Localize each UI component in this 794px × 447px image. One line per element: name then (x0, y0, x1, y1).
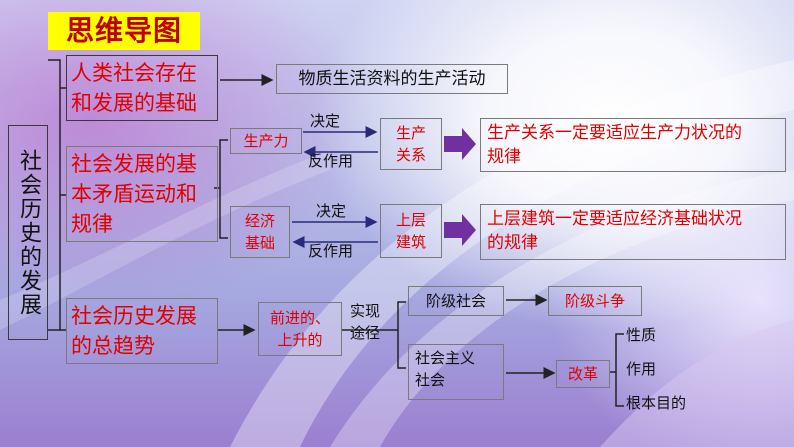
reform-item-role: 作用 (626, 360, 657, 378)
economic-base-line2: 基础 (244, 234, 275, 252)
class-struggle-label: 阶级斗争 (564, 292, 625, 310)
law2-line2: 的规律 (487, 233, 538, 253)
root-node: 社会历史的发展 (8, 125, 48, 340)
node-foundation-line2: 和发展的基础 (71, 91, 197, 115)
socialist-society-line1: 社会主义 (415, 349, 476, 367)
path-line2: 途径 (350, 324, 381, 342)
reform-item-nature: 性质 (626, 326, 657, 344)
node-foundation-result-text: 物质生活资料的生产活动 (298, 69, 486, 89)
node-basic-contradiction: 社会发展的基 本矛盾运动和 规律 (66, 146, 218, 242)
trend-line1: 前进的、 (269, 309, 330, 327)
reform-label: 改革 (567, 365, 598, 383)
superstructure-line2: 建筑 (395, 233, 426, 251)
law2-line1: 上层建筑一定要适应经济基础状况 (487, 209, 742, 229)
node-basic-line1: 社会发展的基 (71, 152, 197, 176)
superstructure-line1: 上层 (395, 211, 426, 229)
trend-line2: 上升的 (277, 331, 323, 349)
socialist-society-box: 社会主义 社会 (408, 344, 504, 400)
page-title: 思维导图 (48, 12, 200, 50)
path-label: 实现 途径 (350, 300, 380, 344)
class-society-label: 阶级社会 (425, 292, 486, 310)
node-trend-line1: 社会历史发展 (71, 304, 197, 328)
socialist-society-line2: 社会 (415, 371, 446, 389)
superstructure-box: 上层 建筑 (380, 204, 442, 258)
production-relations-box: 生产 关系 (380, 118, 442, 170)
productive-forces-box: 生产力 (230, 128, 302, 154)
pair1-decides-label: 决定 (310, 112, 341, 130)
production-relations-line1: 生产 (395, 124, 426, 142)
economic-base-line1: 经济 (244, 212, 275, 230)
class-society-box: 阶级社会 (408, 286, 504, 316)
law1-box: 生产关系一定要适应生产力状况的 规律 (480, 118, 786, 172)
law1-line2: 规律 (487, 147, 521, 167)
node-trend-line2: 的总趋势 (71, 334, 155, 358)
law1-line1: 生产关系一定要适应生产力状况的 (487, 123, 742, 143)
productive-forces-label: 生产力 (243, 132, 289, 150)
trend-box: 前进的、 上升的 (258, 302, 342, 356)
node-foundation-line1: 人类社会存在 (71, 61, 197, 85)
pair1-react-label: 反作用 (308, 152, 354, 170)
node-basic-line3: 规律 (71, 212, 113, 236)
node-foundation-result: 物质生活资料的生产活动 (276, 64, 508, 94)
class-struggle-box: 阶级斗争 (548, 286, 642, 316)
economic-base-box: 经济 基础 (230, 206, 290, 258)
production-relations-line2: 关系 (395, 146, 426, 164)
path-line1: 实现 (350, 302, 381, 320)
reform-item-purpose: 根本目的 (626, 394, 687, 412)
node-general-trend: 社会历史发展 的总趋势 (66, 298, 218, 364)
node-foundation: 人类社会存在 和发展的基础 (66, 55, 218, 121)
pair2-react-label: 反作用 (308, 242, 354, 260)
root-label: 社会历史的发展 (16, 148, 41, 317)
reform-box: 改革 (556, 360, 610, 388)
node-basic-line2: 本矛盾运动和 (71, 182, 197, 206)
pair2-decides-label: 决定 (316, 202, 347, 220)
law2-box: 上层建筑一定要适应经济基础状况 的规律 (480, 204, 786, 260)
